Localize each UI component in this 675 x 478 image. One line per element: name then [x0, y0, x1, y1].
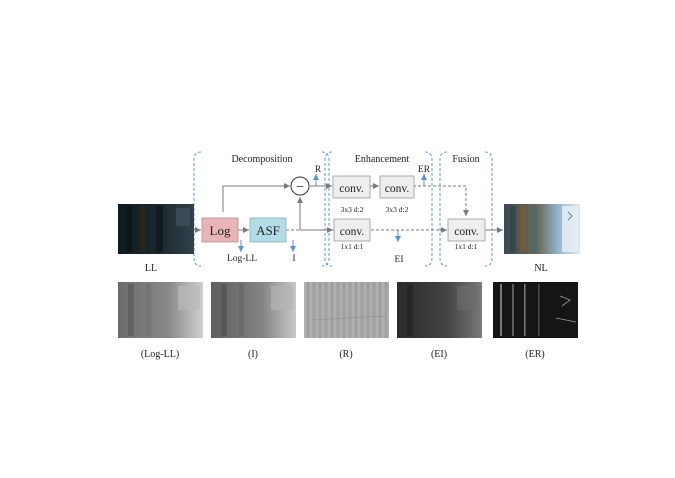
- fusion-brace: [439, 151, 493, 267]
- stage-label-enhancement: Enhancement: [355, 154, 410, 165]
- asf-block: ASF: [249, 217, 287, 243]
- caption-er: (ER): [525, 349, 544, 360]
- caption-r: (R): [339, 349, 352, 360]
- subtract-node: −: [290, 176, 310, 196]
- thumbnail-log-ll: [118, 282, 203, 338]
- label-nl: NL: [534, 263, 547, 274]
- log-block: Log: [201, 217, 239, 243]
- thumbnail-r: [304, 282, 389, 338]
- decomposition-brace: [193, 151, 330, 267]
- output-image-nl: [504, 204, 580, 254]
- caption-log-ll: (Log-LL): [141, 349, 179, 360]
- thumbnail-er: [493, 282, 578, 338]
- caption-ei: (EI): [431, 349, 447, 360]
- label-r: R: [315, 165, 322, 175]
- input-image-ll: [118, 204, 194, 254]
- kernel-label-b: 3x3 d:2: [386, 205, 409, 214]
- log-block-label: Log: [210, 223, 231, 238]
- conv-block-b-label: conv.: [385, 183, 410, 195]
- conv-block-a-label: conv.: [339, 183, 364, 195]
- conv-block-fusion: conv.: [447, 218, 486, 242]
- label-ei: EI: [395, 255, 404, 265]
- stage-label-fusion: Fusion: [452, 154, 479, 165]
- output-taps: [238, 174, 427, 252]
- caption-i: (I): [248, 349, 258, 360]
- label-ll: LL: [145, 263, 157, 274]
- asf-block-label: ASF: [256, 223, 280, 238]
- label-i: I: [292, 254, 295, 264]
- conv-block-c-label: conv.: [340, 226, 365, 238]
- thumbnail-i: [211, 282, 296, 338]
- kernel-label-c: 1x1 d:1: [341, 242, 364, 251]
- thumbnail-ei: [397, 282, 482, 338]
- stage-label-decomposition: Decomposition: [231, 154, 292, 165]
- label-er: ER: [418, 165, 431, 175]
- subtract-symbol: −: [296, 180, 304, 195]
- conv-block-fusion-label: conv.: [454, 226, 479, 238]
- conv-block-a: conv.: [332, 175, 371, 199]
- kernel-label-a: 3x3 d:2: [341, 205, 364, 214]
- conv-block-c: conv.: [333, 218, 371, 242]
- kernel-label-fusion: 1x1 d:1: [455, 242, 478, 251]
- label-log-ll: Log-LL: [227, 254, 257, 264]
- enhancement-brace: [324, 151, 433, 267]
- conv-block-b: conv.: [379, 175, 415, 199]
